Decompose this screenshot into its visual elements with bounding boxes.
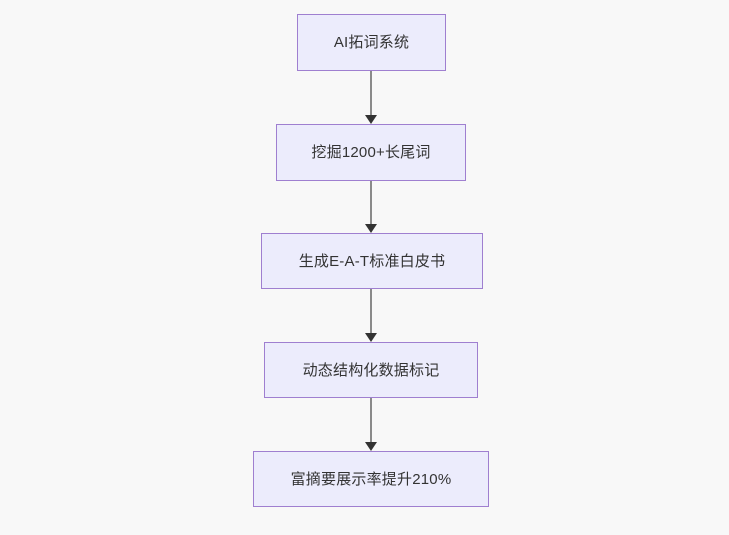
arrowhead-icon <box>365 224 377 233</box>
flowchart-node-n3[interactable]: 生成E-A-T标准白皮书 <box>261 233 483 289</box>
edge-line <box>370 181 372 225</box>
arrowhead-icon <box>365 115 377 124</box>
edge-n1-n2 <box>364 71 378 124</box>
node-label: 生成E-A-T标准白皮书 <box>298 252 446 270</box>
edge-n3-n4 <box>364 289 378 342</box>
node-label: AI拓词系统 <box>333 34 410 51</box>
edge-line <box>370 71 372 116</box>
flowchart-node-n5[interactable]: 富摘要展示率提升210% <box>253 451 489 507</box>
node-label: 富摘要展示率提升210% <box>290 470 452 488</box>
edge-line <box>370 398 372 443</box>
flowchart-node-n4[interactable]: 动态结构化数据标记 <box>264 342 478 398</box>
arrowhead-icon <box>365 333 377 342</box>
flowchart-node-n1[interactable]: AI拓词系统 <box>297 14 446 71</box>
edge-line <box>370 289 372 334</box>
node-label: 挖掘1200+长尾词 <box>311 144 431 161</box>
flowchart-node-n2[interactable]: 挖掘1200+长尾词 <box>276 124 466 181</box>
edge-n2-n3 <box>364 181 378 233</box>
arrowhead-icon <box>365 442 377 451</box>
edge-n4-n5 <box>364 398 378 451</box>
node-label: 动态结构化数据标记 <box>302 361 440 379</box>
